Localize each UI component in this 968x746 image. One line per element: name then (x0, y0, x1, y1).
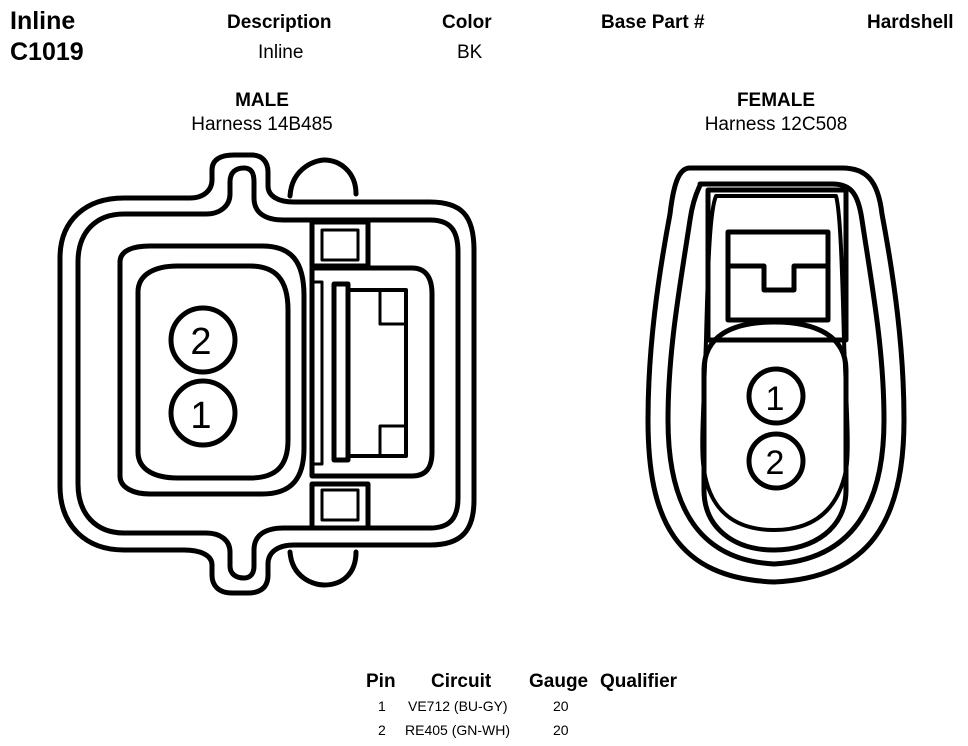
description-value: Inline (258, 42, 304, 63)
female-connector-face (645, 165, 907, 585)
qualifier-column-header: Qualifier (600, 671, 678, 692)
female-pin-2-circle (746, 431, 806, 491)
table-row-gauge: 20 (553, 722, 569, 738)
circuit-column-header: Circuit (431, 671, 492, 692)
gauge-column-header: Gauge (529, 671, 589, 692)
table-row-pin: 1 (378, 698, 386, 714)
base-part-header: Base Part # (601, 12, 705, 33)
description-header: Description (227, 12, 332, 33)
table-row-gauge: 20 (553, 698, 569, 714)
color-value: BK (457, 42, 483, 63)
male-pin-1-circle (168, 378, 238, 448)
female-label: FEMALE (736, 90, 816, 111)
male-harness: Harness 14B485 (191, 114, 333, 135)
male-connector-face (57, 152, 477, 596)
table-row-circuit: VE712 (BU-GY) (408, 698, 508, 714)
female-pin-label: 1 (766, 380, 785, 418)
table-row-pin: 2 (378, 722, 386, 738)
male-pin-2-circle (168, 305, 238, 375)
connector-id: C1019 (10, 38, 84, 66)
pin-column-header: Pin (366, 671, 396, 692)
male-label: MALE (235, 90, 289, 111)
table-row-circuit: RE405 (GN-WH) (405, 722, 511, 738)
color-header: Color (442, 12, 492, 33)
female-pin-1-circle (746, 366, 806, 426)
male-pin-label: 1 (190, 395, 211, 437)
female-pin-label: 2 (766, 444, 785, 482)
male-pin-label: 2 (190, 321, 211, 363)
hardshell-header: Hardshell (867, 12, 954, 33)
female-harness: Harness 12C508 (704, 114, 848, 135)
connector-type-label: Inline (10, 7, 76, 35)
